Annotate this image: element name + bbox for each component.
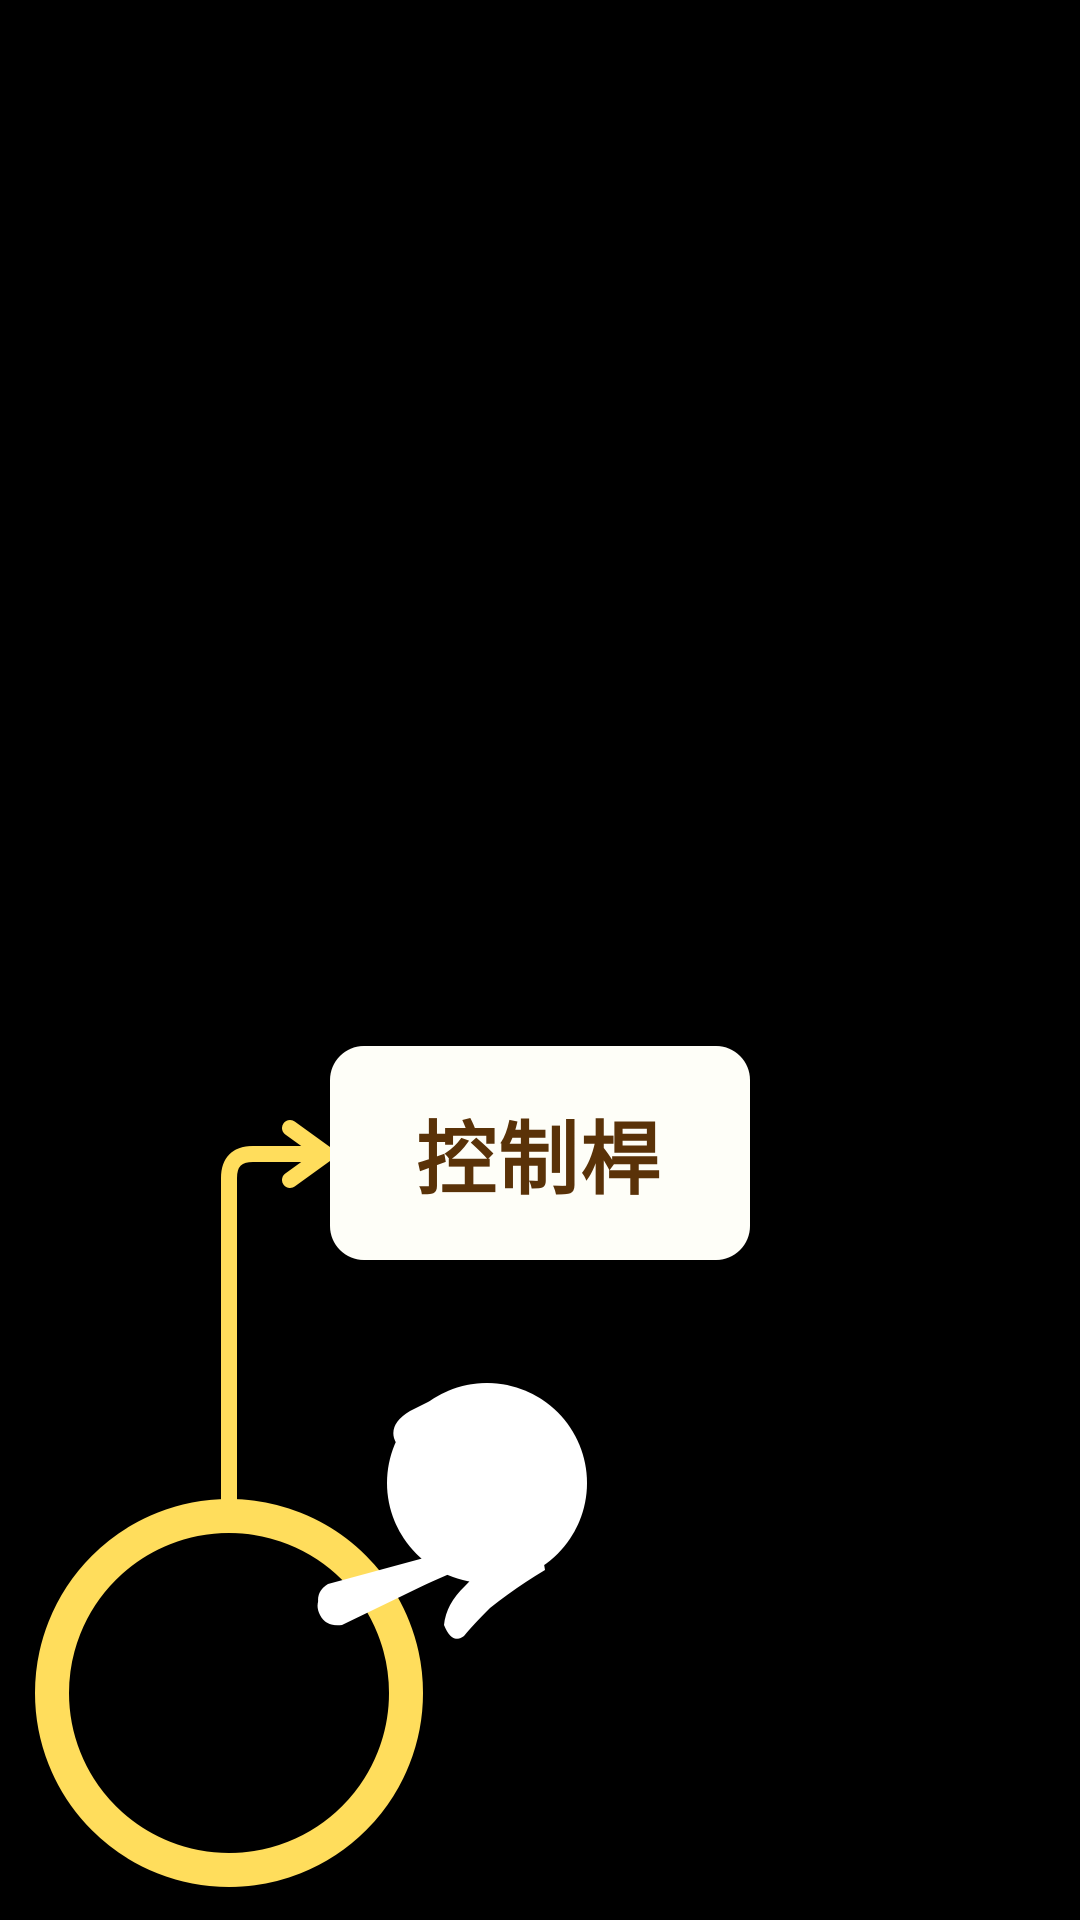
tooltip-card: 控制桿 <box>330 1046 750 1260</box>
tooltip-label: 控制桿 <box>417 1113 663 1206</box>
pointing-hand-icon <box>317 1383 587 1639</box>
arrow-connector-icon <box>221 1120 334 1511</box>
highlight-ring[interactable] <box>35 1499 423 1887</box>
